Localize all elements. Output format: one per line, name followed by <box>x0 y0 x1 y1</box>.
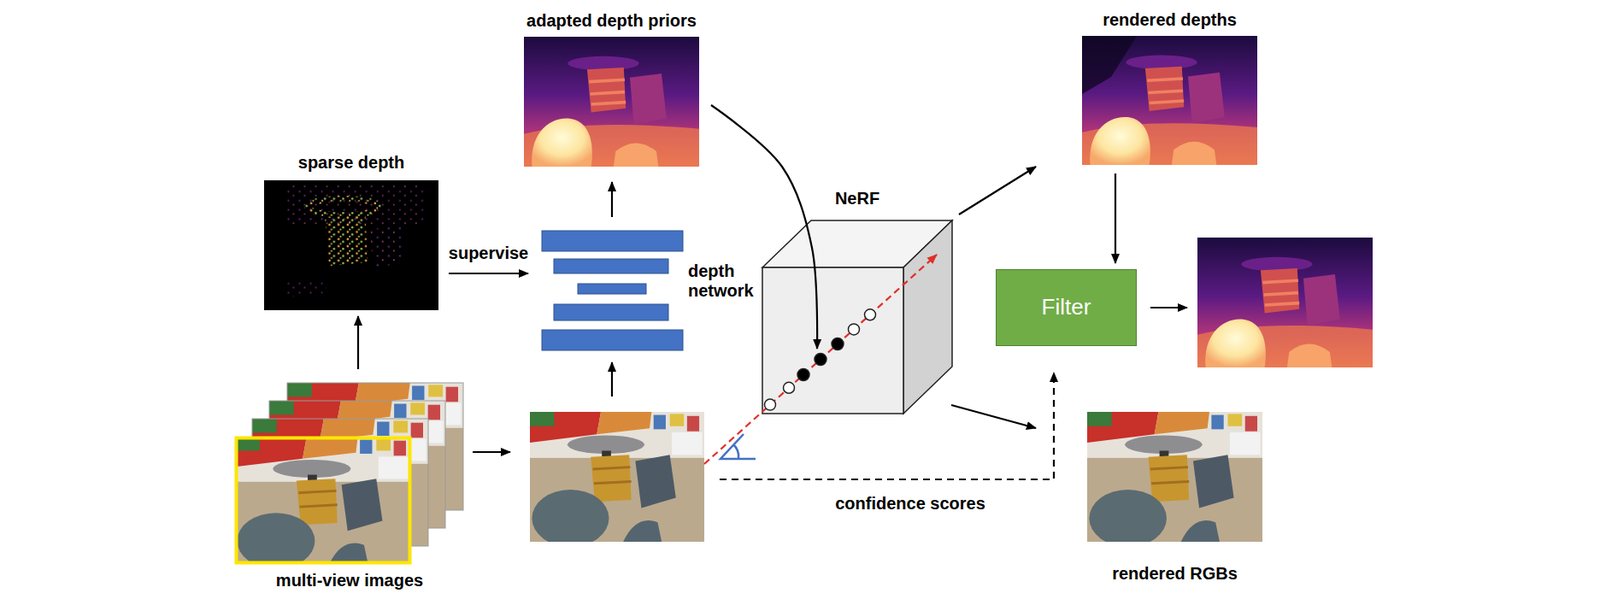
node-label: rendered depths <box>1102 10 1237 30</box>
network-layer <box>553 258 669 274</box>
arrow <box>1114 173 1117 264</box>
node-label: NeRF <box>835 188 880 209</box>
dense-sample <box>814 353 827 366</box>
network-layer <box>553 304 669 321</box>
empty-sample <box>848 323 860 336</box>
node-label: multi-view images <box>276 570 424 591</box>
depth-prior-image: adapted depth priors <box>523 36 700 167</box>
depth-network: depth network <box>541 230 683 351</box>
depth-network-bars <box>541 230 683 351</box>
view-image <box>235 436 412 570</box>
rendered-depth-image: rendered depths <box>1082 35 1258 165</box>
rendered-rgb-image: rendered RGBs <box>1087 411 1263 542</box>
angle-lines <box>720 434 756 459</box>
network-layer <box>577 283 647 295</box>
filtered-depth-image <box>1197 237 1373 368</box>
sparse-depth-image <box>264 180 439 311</box>
image-stack: multi-view images <box>235 379 465 565</box>
selected-view-frame <box>236 438 411 564</box>
rendered-rgb-image <box>1087 411 1263 548</box>
nerf-cube: NeRF <box>762 220 953 414</box>
input-image <box>529 411 705 548</box>
empty-sample <box>783 382 795 394</box>
angle-arc <box>733 444 739 459</box>
arrow <box>951 405 1036 429</box>
rendered-depth-image <box>1082 35 1258 165</box>
multi-view-stack <box>235 382 464 570</box>
arrow <box>611 182 613 218</box>
node-label: depth network <box>688 261 754 301</box>
dense-sample <box>797 369 810 382</box>
camera-angle-symbol <box>720 434 756 459</box>
arrow <box>357 316 359 370</box>
dashed-arrow <box>719 372 1054 480</box>
cube-side <box>903 220 953 414</box>
arrow <box>472 451 511 453</box>
arrow <box>958 166 1036 215</box>
node-label: rendered RGBs <box>1111 564 1238 584</box>
ray-samples <box>764 309 877 411</box>
empty-sample <box>864 309 877 321</box>
arrow <box>448 272 529 275</box>
cube-front <box>762 267 904 414</box>
arrow <box>711 105 818 349</box>
dense-sample <box>831 338 844 351</box>
network-layer <box>541 230 683 252</box>
arrow <box>1150 306 1188 309</box>
filter-box: Filter <box>995 269 1137 347</box>
nerf-cube <box>762 220 953 414</box>
node-label: Filter <box>1041 294 1092 321</box>
sparse-depth-image: sparse depth <box>264 180 439 311</box>
arrow <box>611 362 613 397</box>
depth-prior-image <box>523 36 700 167</box>
edge-label: supervise <box>446 243 531 264</box>
input-image <box>529 411 705 542</box>
filtered-depth-image <box>1197 237 1373 368</box>
network-layer <box>541 329 683 351</box>
edge-label: confidence scores <box>832 494 989 514</box>
node-label: adapted depth priors <box>526 11 697 31</box>
depth-shadow <box>1082 35 1137 95</box>
node-label: sparse depth <box>298 152 405 173</box>
empty-sample <box>764 399 777 411</box>
